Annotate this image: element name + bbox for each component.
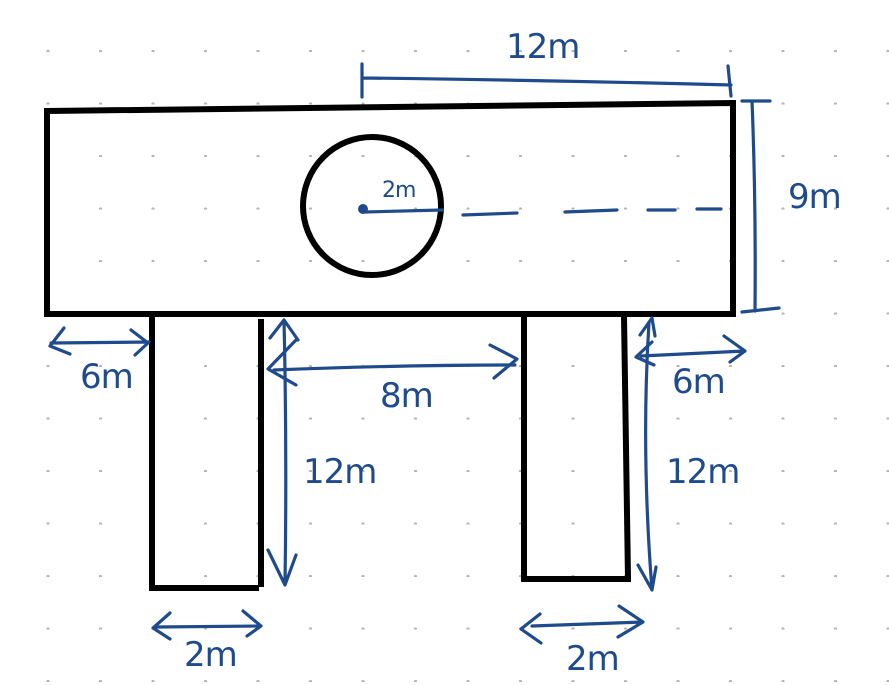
- circle-radius-dimension: 2m: [358, 178, 723, 217]
- hole-circle: [300, 134, 444, 278]
- right-leg-height-dimension: 12m: [636, 316, 740, 592]
- left-leg-width-label: 2m: [184, 635, 237, 675]
- right-leg-rectangle: [521, 312, 632, 582]
- top-width-label: 12m: [506, 27, 579, 67]
- block-height-label: 9m: [788, 177, 841, 217]
- right-leg-height-label: 12m: [666, 452, 739, 492]
- circle-radius-label: 2m: [382, 178, 415, 203]
- left-leg-height-label: 12m: [303, 452, 376, 492]
- left-leg-rectangle: [149, 315, 264, 591]
- left-overhang-dimension: 6m: [48, 326, 151, 397]
- leg-gap-dimension: 8m: [266, 338, 519, 416]
- right-overhang-label: 6m: [672, 362, 725, 402]
- leg-gap-label: 8m: [380, 376, 433, 416]
- left-leg-height-dimension: 12m: [266, 318, 377, 587]
- left-overhang-label: 6m: [80, 357, 133, 397]
- top-block-rectangle: [44, 99, 736, 317]
- right-leg-width-label: 2m: [566, 639, 619, 679]
- right-overhang-dimension: 6m: [634, 334, 747, 402]
- annotations: 12m 9m 2m 6m 8m 6m: [48, 27, 842, 679]
- structure: [44, 99, 736, 591]
- right-leg-width-dimension: 2m: [519, 604, 645, 679]
- block-height-dimension: 9m: [740, 99, 842, 314]
- top-width-dimension: 12m: [360, 27, 733, 99]
- left-leg-width-dimension: 2m: [151, 609, 263, 675]
